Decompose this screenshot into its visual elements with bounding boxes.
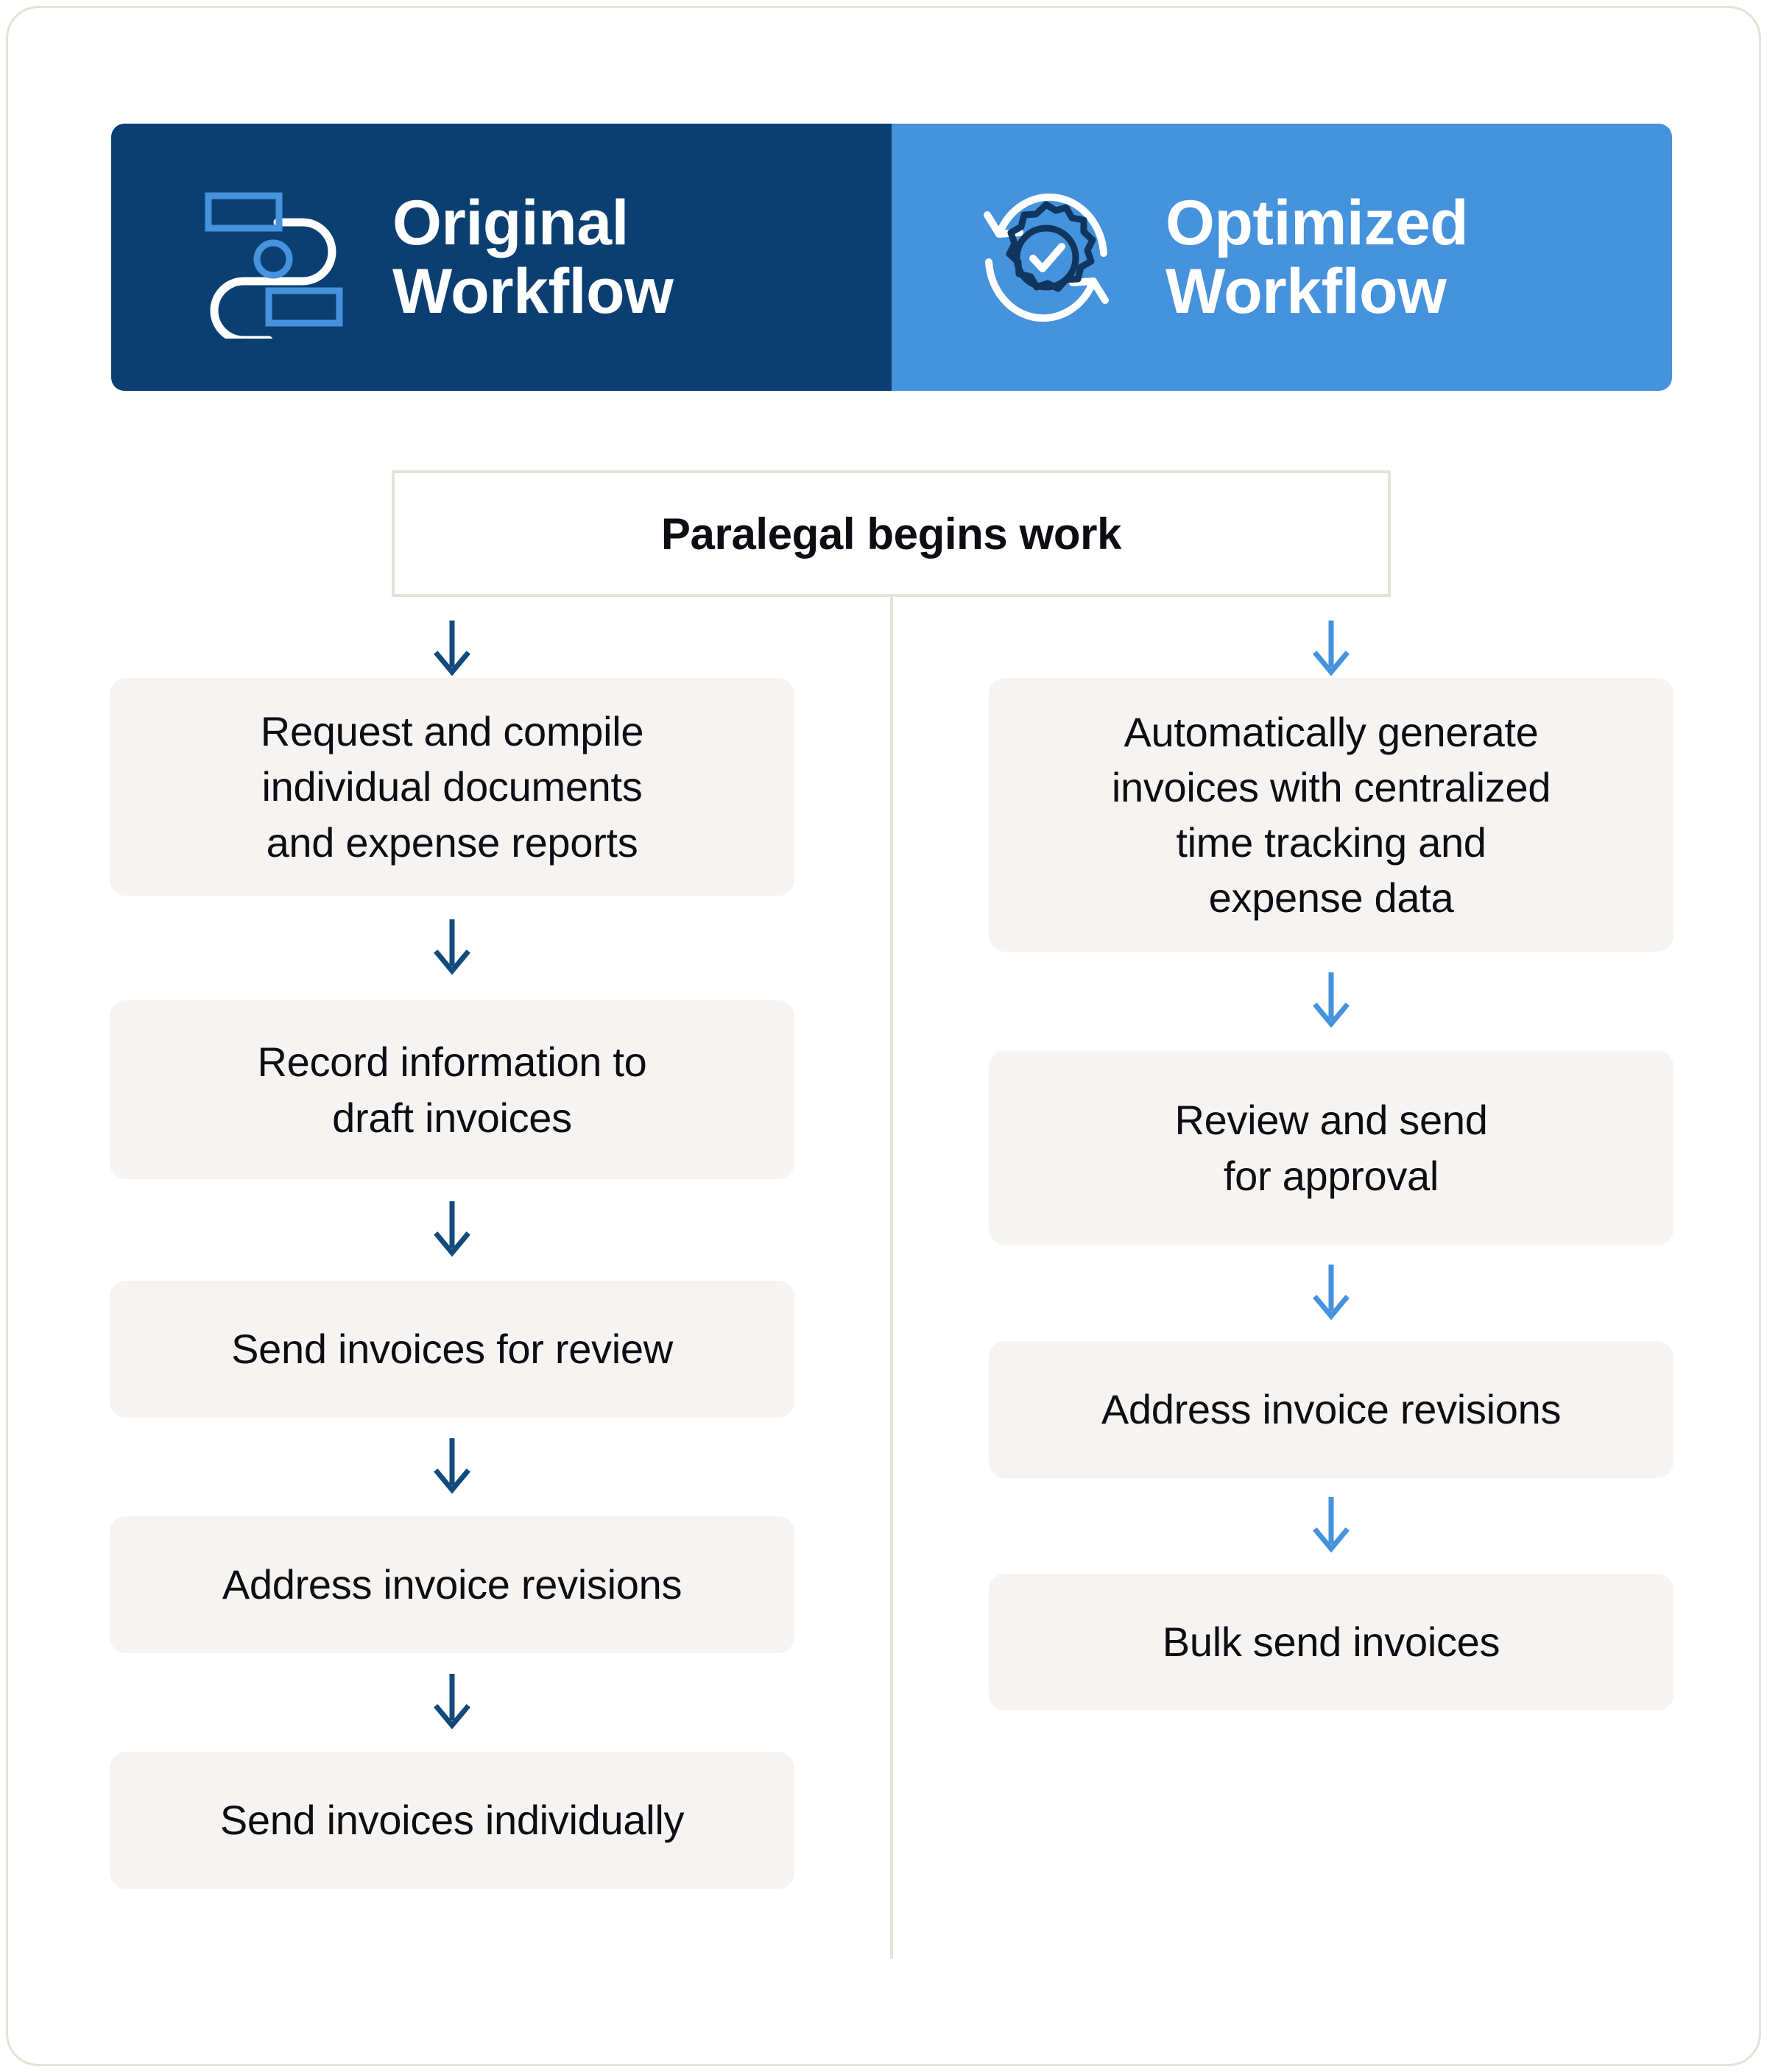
step-box: Request and compile individual documents… [110, 678, 794, 896]
optimized-workflow-column: Automatically generate invoices with cen… [989, 620, 1673, 1711]
header-original-title: Original Workflow [392, 187, 674, 327]
arrow-down-icon [110, 620, 794, 678]
header-optimized-title: Optimized Workflow [1165, 187, 1469, 327]
step-label: Address invoice revisions [1101, 1386, 1562, 1433]
step-box: Send invoices for review [110, 1281, 794, 1418]
step-box: Record information to draft invoices [110, 1000, 794, 1179]
step-label: Address invoice revisions [222, 1561, 683, 1608]
arrow-down-icon [110, 1418, 794, 1516]
arrow-down-icon [110, 1179, 794, 1281]
arrow-down-icon [989, 952, 1673, 1050]
step-label: Bulk send invoices [1162, 1619, 1500, 1666]
step-label: Record information to draft invoices [257, 1039, 647, 1141]
gear-refresh-check-icon [965, 177, 1127, 339]
arrow-down-icon [110, 896, 794, 1000]
step-label: Request and compile individual documents… [260, 708, 644, 866]
arrow-down-icon [989, 1478, 1673, 1574]
step-label: Send invoices for review [231, 1326, 673, 1373]
step-box: Address invoice revisions [989, 1341, 1673, 1478]
header-original-workflow: Original Workflow [111, 124, 892, 391]
arrow-down-icon [989, 1245, 1673, 1341]
column-divider [890, 597, 893, 1959]
step-box: Automatically generate invoices with cen… [989, 678, 1673, 952]
arrow-down-icon [989, 620, 1673, 678]
step-label: Automatically generate invoices with cen… [1111, 708, 1551, 922]
start-node: Paralegal begins work [392, 470, 1391, 597]
start-node-label: Paralegal begins work [660, 509, 1122, 559]
header-optimized-workflow: Optimized Workflow [892, 124, 1672, 391]
step-label: Review and send for approval [1174, 1097, 1488, 1199]
step-label: Send invoices individually [219, 1797, 685, 1844]
arrow-down-icon [110, 1653, 794, 1752]
flowchart-icon [192, 177, 354, 339]
step-box: Send invoices individually [110, 1752, 794, 1889]
workflow-header-banner: Original Workflow Optimized Workflow [111, 124, 1672, 391]
step-box: Review and send for approval [989, 1050, 1673, 1245]
step-box: Bulk send invoices [989, 1574, 1673, 1711]
diagram-card: Original Workflow Optimized Workflow [6, 6, 1761, 2066]
step-box: Address invoice revisions [110, 1516, 794, 1653]
original-workflow-column: Request and compile individual documents… [110, 620, 794, 1889]
